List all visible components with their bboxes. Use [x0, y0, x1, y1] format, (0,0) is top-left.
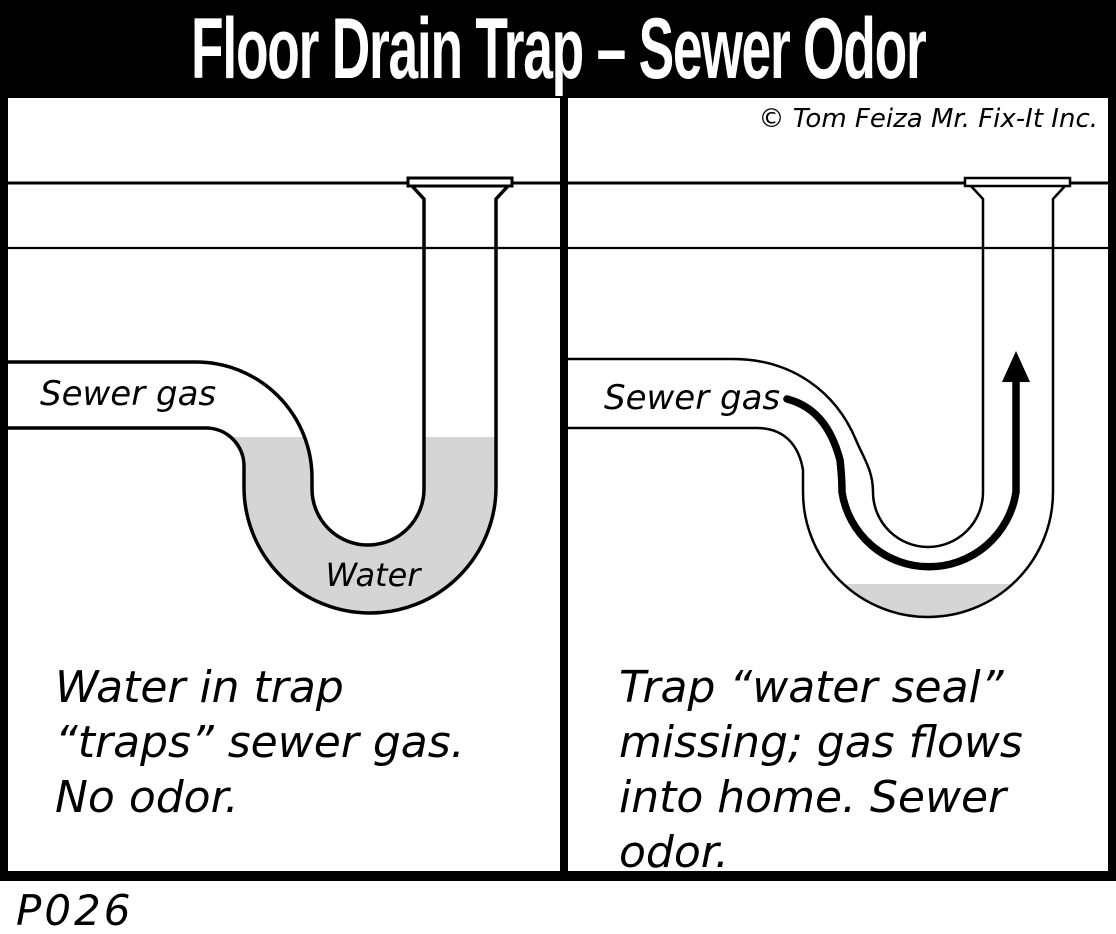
- caption-line: Trap “water seal”: [619, 662, 1004, 713]
- left-floor-drain-flange: [406, 176, 514, 188]
- gas-flow-arrow-shaft: [783, 377, 1020, 571]
- caption-line: into home. Sewer odor.: [619, 772, 1007, 878]
- caption-line: “traps” sewer gas.: [55, 717, 465, 768]
- caption-line: missing; gas flows: [619, 717, 1023, 768]
- left-panel-caption: Water in trap “traps” sewer gas. No odor…: [55, 660, 465, 825]
- right-trap-pipe-inner-wall: [568, 185, 985, 549]
- left-trap-pipe-outer-wall: [8, 184, 510, 615]
- frame-left-border: [0, 98, 8, 881]
- caption-line: Water in trap: [55, 662, 344, 713]
- title-bar: Floor Drain Trap – Sewer Odor: [0, 0, 1116, 98]
- gas-flow-arrowhead-icon: [1002, 351, 1030, 382]
- caption-line: No odor.: [55, 772, 239, 823]
- sewer-gas-label-left: Sewer gas: [40, 374, 217, 414]
- copyright-text: © Tom Feiza Mr. Fix-It Inc.: [758, 104, 1099, 134]
- trap-water-fill: [230, 437, 496, 613]
- panel-divider: [560, 98, 568, 871]
- sewer-gas-label-right: Sewer gas: [604, 378, 781, 418]
- figure-code: P026: [16, 886, 134, 934]
- left-trap-pipe-inner-wall: [8, 184, 426, 547]
- frame-right-border: [1108, 98, 1116, 881]
- frame-bottom-border: [0, 871, 1116, 881]
- right-trap-pipe-outer-wall: [568, 185, 1066, 619]
- right-floor-drain-flange: [963, 176, 1072, 188]
- right-panel-caption: Trap “water seal” missing; gas flows int…: [619, 660, 1116, 880]
- page-title: Floor Drain Trap – Sewer Odor: [190, 1, 927, 97]
- water-label: Water: [325, 556, 421, 594]
